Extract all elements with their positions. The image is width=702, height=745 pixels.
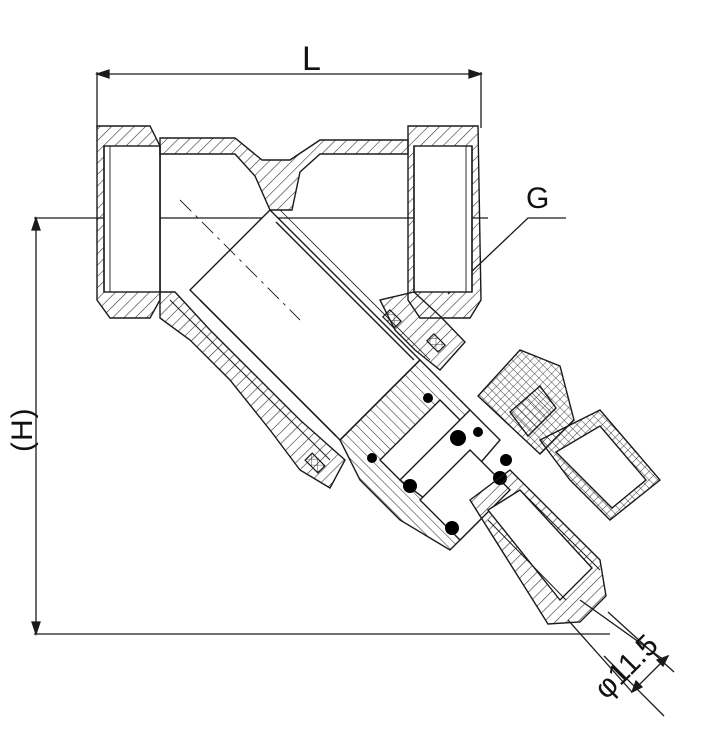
body-left-end [96,125,161,319]
body-strainer-leg [159,291,466,489]
drain-handle [477,349,662,521]
strainer-screen [179,199,431,441]
dimension-diameter [567,599,675,717]
outlet-nozzle [469,469,607,625]
body-right-end [407,125,482,319]
seal-rings [304,308,447,474]
length-label: L [302,40,321,78]
body-top-wall [159,137,409,211]
height-label: (H) [6,407,39,452]
thread-label: G [526,182,550,215]
dimension-L [94,69,484,128]
